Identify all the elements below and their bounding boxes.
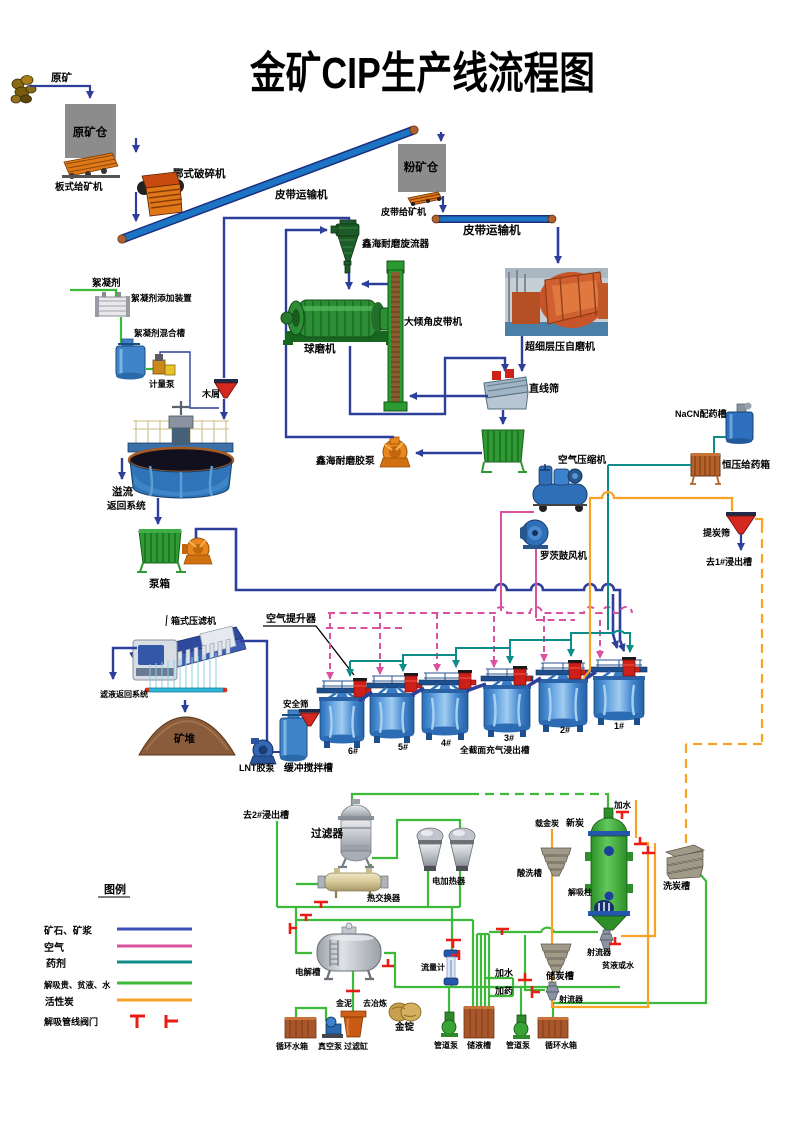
svg-text:鑫海耐磨旋流器: 鑫海耐磨旋流器	[361, 238, 430, 250]
svg-text:去1#浸出槽: 去1#浸出槽	[706, 556, 752, 567]
svg-text:全截面充气浸出槽: 全截面充气浸出槽	[459, 744, 530, 755]
svg-text:金锭: 金锭	[394, 1021, 415, 1033]
svg-text:大倾角皮带机: 大倾角皮带机	[404, 315, 462, 328]
svg-text:酸洗槽: 酸洗槽	[517, 868, 543, 878]
svg-text:流量计: 流量计	[421, 962, 445, 972]
svg-text:3#: 3#	[504, 733, 514, 743]
svg-text:絮凝剂添加装置: 絮凝剂添加装置	[131, 292, 192, 303]
svg-text:洗炭槽: 洗炭槽	[663, 880, 690, 891]
svg-text:原矿仓: 原矿仓	[73, 125, 108, 139]
svg-text:电解槽: 电解槽	[295, 967, 321, 977]
svg-text:NaCN配药槽: NaCN配药槽	[675, 408, 727, 419]
svg-text:去冶炼: 去冶炼	[363, 998, 387, 1008]
svg-text:5#: 5#	[398, 742, 408, 752]
svg-text:解吸贵、贫液、水: 解吸贵、贫液、水	[44, 980, 111, 990]
svg-text:LNT胶泵: LNT胶泵	[239, 762, 275, 773]
svg-text:溢流: 溢流	[112, 485, 133, 498]
svg-text:载金炭: 载金炭	[535, 818, 559, 828]
svg-text:皮带运输机: 皮带运输机	[462, 223, 521, 237]
svg-text:过滤缸: 过滤缸	[344, 1041, 368, 1051]
svg-text:滤液返回系统: 滤液返回系统	[100, 689, 148, 699]
svg-text:加水: 加水	[494, 967, 514, 978]
svg-text:提炭筛: 提炭筛	[703, 527, 730, 538]
svg-text:图例: 图例	[104, 882, 126, 896]
svg-text:空气压缩机: 空气压缩机	[558, 454, 606, 466]
svg-text:空气: 空气	[44, 941, 64, 954]
svg-text:贫液或水: 贫液或水	[601, 960, 635, 970]
svg-text:絮凝剂: 絮凝剂	[92, 277, 121, 289]
svg-text:计量泵: 计量泵	[149, 379, 175, 389]
svg-text:射流器: 射流器	[586, 947, 612, 957]
svg-text:超细层压自磨机: 超细层压自磨机	[524, 340, 595, 353]
svg-text:热交换器: 热交换器	[367, 893, 401, 903]
svg-text:矿石、矿浆: 矿石、矿浆	[44, 925, 92, 937]
svg-text:粉矿仓: 粉矿仓	[404, 160, 439, 174]
svg-text:金泥: 金泥	[335, 998, 352, 1008]
svg-text:循环水箱: 循环水箱	[275, 1041, 308, 1051]
svg-text:2#: 2#	[560, 725, 570, 735]
svg-text:储液槽: 储液槽	[466, 1040, 491, 1050]
svg-text:皮带给矿机: 皮带给矿机	[380, 206, 426, 217]
svg-text:金矿CIP生产线流程图: 金矿CIP生产线流程图	[249, 49, 595, 98]
svg-text:缓冲搅拌槽: 缓冲搅拌槽	[284, 761, 333, 774]
svg-text:过滤器: 过滤器	[311, 827, 343, 840]
svg-text:球磨机: 球磨机	[304, 342, 336, 355]
svg-text:储炭槽: 储炭槽	[545, 970, 575, 981]
svg-text:安全筛: 安全筛	[283, 699, 309, 709]
svg-text:板式给矿机: 板式给矿机	[55, 181, 103, 193]
svg-text:鑫海耐磨胶泵: 鑫海耐磨胶泵	[315, 454, 375, 467]
svg-text:恒压给药箱: 恒压给药箱	[722, 459, 770, 471]
svg-text:加水: 加水	[613, 800, 632, 810]
svg-text:射流器: 射流器	[558, 994, 584, 1004]
svg-text:絮凝剂混合槽: 絮凝剂混合槽	[134, 328, 186, 338]
svg-text:原矿: 原矿	[51, 71, 72, 84]
svg-text:管道泵: 管道泵	[434, 1040, 458, 1050]
svg-text:真空泵: 真空泵	[318, 1041, 342, 1051]
svg-text:鄂式破碎机: 鄂式破碎机	[173, 167, 226, 180]
svg-text:管道泵: 管道泵	[506, 1040, 530, 1050]
svg-text:木屑: 木屑	[201, 388, 220, 399]
svg-text:返回系统: 返回系统	[107, 499, 146, 512]
svg-text:电加热器: 电加热器	[432, 876, 466, 886]
svg-text:去2#浸出槽: 去2#浸出槽	[243, 809, 289, 820]
svg-text:矿堆: 矿堆	[174, 732, 195, 745]
svg-text:空气提升器: 空气提升器	[266, 612, 317, 625]
svg-text:4#: 4#	[441, 738, 451, 748]
svg-text:箱式压滤机: 箱式压滤机	[171, 615, 216, 626]
svg-text:1#: 1#	[614, 721, 624, 731]
svg-text:加药: 加药	[494, 985, 513, 996]
svg-text:皮带运输机: 皮带运输机	[274, 188, 328, 201]
svg-text:药剂: 药剂	[46, 957, 66, 970]
svg-text:循环水箱: 循环水箱	[544, 1040, 577, 1050]
svg-text:解吸柱: 解吸柱	[568, 887, 592, 897]
svg-text:新炭: 新炭	[566, 817, 584, 828]
svg-text:直线筛: 直线筛	[529, 382, 559, 395]
svg-text:罗茨鼓风机: 罗茨鼓风机	[540, 550, 588, 561]
svg-text:6#: 6#	[348, 746, 358, 756]
svg-text:泵箱: 泵箱	[149, 577, 170, 590]
svg-text:活性炭: 活性炭	[45, 996, 74, 1008]
svg-text:解吸管线阀门: 解吸管线阀门	[44, 1016, 98, 1027]
